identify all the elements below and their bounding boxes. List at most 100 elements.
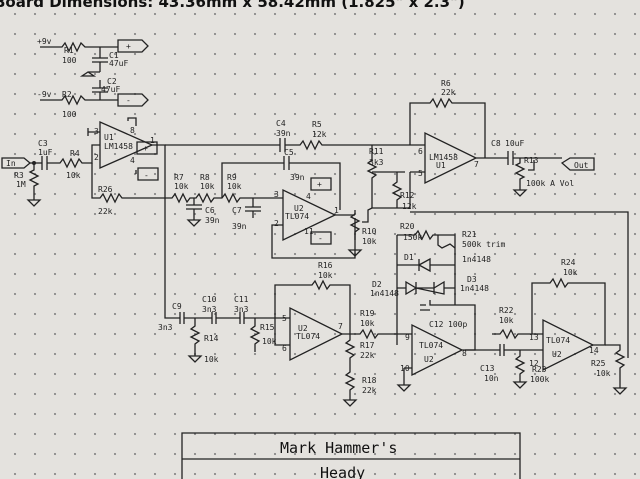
r20-value: 150k (403, 233, 422, 242)
d2-label: D2 (372, 280, 382, 289)
r1-value: 100 (62, 56, 77, 65)
wet-return-wire (410, 211, 629, 358)
r10-value: 10k (362, 237, 377, 246)
r25-label: R25 (591, 359, 606, 368)
r15-label: R15 (260, 323, 275, 332)
r10-label: R10 (362, 227, 377, 236)
vneg-label: -9v (37, 90, 52, 99)
r7-r8-r9-chain (165, 192, 272, 204)
r5-value: 12k (312, 130, 327, 139)
r6-resistor (409, 97, 486, 158)
c4-label: C4 (276, 119, 286, 128)
u2a-plus-box (310, 177, 332, 191)
r11-label: R11 (369, 147, 384, 156)
r26-resistor (91, 144, 166, 204)
c1-label: C1 (109, 51, 119, 60)
r14-value: 10k (204, 355, 219, 364)
r12-resistor (391, 172, 403, 208)
r24-value: 10k (563, 268, 578, 277)
u1b-part: LM1458 (429, 153, 458, 162)
r3-value: 1M (16, 180, 26, 189)
r22-resistor (492, 328, 543, 340)
r7-value: 10k (174, 182, 189, 191)
u2a-minus-sign: - (318, 234, 323, 243)
c11-value: 3n3 (234, 305, 249, 314)
r13-value: 100k A Vol (526, 179, 574, 188)
u2c-part: TL074 (419, 341, 443, 350)
r2-value: 100 (62, 110, 77, 119)
vneg-rail-sign: - (126, 96, 131, 105)
c5-capacitor (221, 156, 341, 210)
c12-value: 100p (448, 320, 467, 329)
title-block: Mark Hammer's Heady (181, 432, 521, 479)
input-jack-tag (1, 157, 32, 169)
r16-resistor (274, 279, 351, 346)
u2d-pin14: 14 (589, 346, 599, 355)
u2c-section: TL074 U2 9 10 8 (396, 323, 492, 392)
r9-value: 10k (227, 182, 242, 191)
ground-symbol (79, 71, 100, 77)
r18-value: 22k (362, 386, 377, 395)
r12-value: 12k (402, 202, 417, 211)
r22-value: 10k (499, 316, 514, 325)
u2a-minus-box (310, 231, 332, 245)
ground-symbol (512, 189, 528, 197)
u1b-pin7: 7 (474, 160, 479, 169)
u2d-opamp (542, 318, 595, 372)
r3-label: R3 (14, 171, 24, 180)
u2c-label: U2 (424, 355, 434, 364)
u2a-plus-sign: + (317, 180, 322, 189)
ground-symbol (186, 219, 202, 227)
u1a-minus-box (137, 167, 159, 181)
r9-label: R9 (227, 173, 237, 182)
c5-label: C5 (284, 148, 294, 157)
c3-capacitor (41, 156, 48, 170)
d1-diode (397, 257, 455, 273)
c4-r5-path (165, 138, 420, 152)
u2a-label: U2 (294, 204, 304, 213)
u2d-pin12: 12 (529, 359, 539, 368)
c7-value: 39n (232, 222, 247, 231)
ground-symbol (612, 387, 628, 395)
u2b-opamp (289, 306, 344, 362)
c7-capacitor (245, 198, 261, 218)
c3-value: 1uF (38, 148, 53, 157)
dry-path: C4 39n R5 12k R6 22k LM1458 U1 6 5 7 C8 … (165, 79, 595, 211)
phase-shift-section: C9 3n3 C10 3n3 C11 3n3 R14 10k R15 10k U… (158, 198, 397, 407)
u1a-pin1: 1 (150, 136, 155, 145)
u1a-label: U1 (104, 133, 114, 142)
r2-label: R2 (62, 90, 72, 99)
r1-resistor (40, 41, 118, 53)
u1a-part: LM1458 (104, 142, 133, 151)
ground-symbol (347, 249, 363, 257)
r13-label: R13 (524, 156, 539, 165)
r12-label: R12 (400, 191, 415, 200)
ground-symbol (396, 384, 412, 392)
ground-symbol (187, 355, 203, 363)
r17-label: R17 (360, 341, 375, 350)
r8-value: 10k (200, 182, 215, 191)
u1a-plus-box (136, 141, 158, 155)
r6-label: R6 (441, 79, 451, 88)
u1a-minus-sign: - (144, 171, 149, 180)
u2b-pin7: 7 (338, 322, 343, 331)
r19-value: 10k (360, 319, 375, 328)
d2-d3-diodes (397, 280, 455, 296)
c13-capacitor (492, 344, 543, 356)
r15-pot (249, 318, 261, 352)
u1a-plus-sign: + (143, 144, 148, 153)
vpos-rail-sign: + (126, 42, 131, 51)
r24-resistor (531, 277, 606, 346)
u2d-part: TL074 (546, 336, 570, 345)
u2a-pin2: 2 (274, 219, 279, 228)
r26-label: R26 (98, 185, 113, 194)
u2c-opamp (411, 323, 464, 377)
u1b-pin5: 5 (418, 169, 423, 178)
c8-label: C8 (491, 139, 501, 148)
r17-value: 22k (360, 351, 375, 360)
c12-capacitor (420, 300, 455, 311)
r15-value: 10k (262, 337, 277, 346)
r7-label: R7 (174, 173, 184, 182)
d3-part: 1n4148 (460, 284, 489, 293)
u1b-pin6: 6 (418, 147, 423, 156)
